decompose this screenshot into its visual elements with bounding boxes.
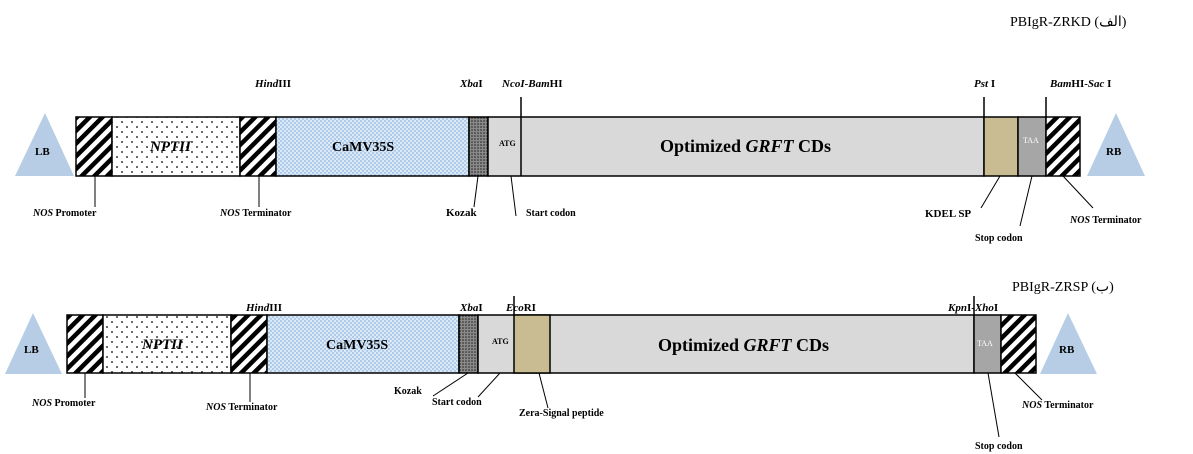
panel-b-taa-label: TAA bbox=[977, 339, 993, 348]
panel-b-nos-terminator2-pointer bbox=[1014, 372, 1043, 401]
panel-b-nos-terminator-label: NOS Terminator bbox=[205, 402, 278, 413]
panel-b-stop-codon-label: Stop codon bbox=[975, 441, 1023, 452]
panel-a-stop-codon-pointer bbox=[1019, 175, 1033, 227]
panel-b-atg-label: ATG bbox=[492, 337, 509, 346]
panel-a-kdel-pointer bbox=[980, 175, 1001, 209]
panel-a-letter: الف bbox=[1099, 15, 1122, 30]
panel-a-site-psti: Pst I bbox=[974, 78, 995, 90]
panel-b-lb-label: LB bbox=[24, 344, 39, 356]
panel-a-site-ncoi-bamhi: NcoI-BamHI bbox=[501, 78, 563, 90]
panel-b-site-hindiii: HindIII bbox=[245, 302, 282, 314]
panel-b-rb-label: RB bbox=[1059, 344, 1075, 356]
panel-b-nos-terminator2-label: NOS Terminator bbox=[1021, 400, 1094, 411]
panel-a-start-codon-label: Start codon bbox=[526, 208, 576, 219]
panel-a-nptii-label: NPTII bbox=[149, 139, 192, 155]
panel-a-site-bamhi-saci: BamHI-Sac I bbox=[1049, 78, 1111, 90]
panel-a-nos-terminator2-block bbox=[1045, 116, 1081, 177]
panel-b-nos-terminator-block bbox=[230, 314, 268, 374]
panel-b-site-ecori: EcoRI bbox=[505, 302, 536, 314]
panel-b-zera-block bbox=[513, 314, 551, 374]
panel-b-nos-terminator2-block bbox=[1000, 314, 1037, 374]
panel-a-nos-terminator-label: NOS Terminator bbox=[219, 208, 292, 219]
panel-a-nos-terminator2-pointer bbox=[1062, 175, 1094, 209]
panel-b-taa-block bbox=[973, 314, 1002, 374]
panel-b-lb-triangle bbox=[5, 313, 62, 374]
panel-b-cds-suffix: CDs bbox=[792, 335, 830, 355]
panel-a-construct-name: PBIgR-ZRKD bbox=[1010, 15, 1091, 30]
panel-a-nptii-block bbox=[111, 116, 241, 177]
panel-a-cds-prefix: Optimized bbox=[660, 136, 746, 156]
panel-b-zera-pointer bbox=[538, 372, 549, 409]
panel-a-site-hindiii: HindIII bbox=[254, 78, 291, 90]
panel-a-stop-codon-label: Stop codon bbox=[975, 233, 1023, 244]
panel-a-kozak-label: Kozak bbox=[446, 207, 477, 219]
panel-a-nos-promoter-label: NOS Promoter bbox=[32, 208, 97, 219]
panel-a-title: PBIgR-ZRKD (الف) bbox=[1010, 15, 1127, 30]
panel-b-title: PBIgR-ZRSP (ب) bbox=[1012, 280, 1114, 295]
panel-a-nos-terminator-block bbox=[239, 116, 277, 177]
panel-a-kdel-label: KDEL SP bbox=[925, 208, 971, 220]
panel-b-cds-gene: GRFT bbox=[744, 335, 793, 355]
panel-b-site-xbai: XbaI bbox=[459, 302, 483, 314]
panel-b-cds-prefix: Optimized bbox=[658, 335, 744, 355]
panel-b-camv35s-label: CaMV35S bbox=[326, 338, 388, 353]
panel-b-nos-promoter-label: NOS Promoter bbox=[31, 398, 96, 409]
panel-b-site-kpni-xhoi: KpnI-XhoI bbox=[947, 302, 998, 314]
panel-a-camv35s-label: CaMV35S bbox=[332, 140, 394, 155]
panel-b-kozak-label: Kozak bbox=[394, 386, 422, 397]
panel-a-kdel-block bbox=[983, 116, 1019, 177]
panel-a-cds-gene: GRFT bbox=[746, 136, 795, 156]
panel-a-rb-label: RB bbox=[1106, 146, 1122, 158]
panel-a-atg-label: ATG bbox=[499, 139, 516, 148]
panel-a-cds-suffix: CDs bbox=[794, 136, 832, 156]
panel-a-lb-triangle bbox=[15, 113, 74, 176]
panel-b-cds-block bbox=[477, 314, 975, 374]
panel-b-start-codon-label: Start codon bbox=[432, 397, 482, 408]
panel-a-start-codon-pointer bbox=[510, 175, 517, 217]
panel-a-construct: LB RB NPTII CaMV35S ATG Optimized GRFT C… bbox=[15, 78, 1145, 244]
panel-a-kozak-block bbox=[468, 116, 489, 177]
panel-b-rb-triangle bbox=[1040, 313, 1097, 374]
panel-a-rb-triangle bbox=[1087, 113, 1145, 176]
panel-a-taa-label: TAA bbox=[1023, 136, 1039, 145]
panel-b-stop-codon-pointer bbox=[987, 372, 1000, 438]
panel-b-camv35s-block bbox=[266, 314, 460, 374]
panel-a-site-xbai: XbaI bbox=[459, 78, 483, 90]
panel-b-construct-name: PBIgR-ZRSP bbox=[1012, 280, 1088, 295]
panel-a-nos-promoter-block bbox=[75, 116, 113, 177]
panel-b-kozak-pointer bbox=[432, 372, 469, 397]
panel-a-taa-block bbox=[1017, 116, 1047, 177]
panel-a-cds-label: Optimized GRFT CDs bbox=[660, 136, 831, 156]
panel-b-construct: LB RB NPTII CaMV35S ATG Optimized GRFT C… bbox=[5, 296, 1097, 452]
panel-b-zera-label: Zera-Signal peptide bbox=[519, 408, 604, 419]
panel-a-nos-terminator2-label: NOS Terminator bbox=[1069, 215, 1142, 226]
panel-b-letter: ب bbox=[1095, 280, 1110, 295]
panel-b-kozak-block bbox=[458, 314, 479, 374]
panel-a-kozak-pointer bbox=[473, 175, 479, 208]
panel-b-nptii-label: NPTII bbox=[141, 337, 184, 353]
panel-b-cds-label: Optimized GRFT CDs bbox=[658, 335, 829, 355]
panel-b-start-codon-pointer bbox=[477, 372, 501, 398]
panel-a-lb-label: LB bbox=[35, 146, 50, 158]
panel-a-camv35s-block bbox=[275, 116, 470, 177]
panel-b-nos-promoter-block bbox=[66, 314, 104, 374]
panel-b-nptii-block bbox=[102, 314, 232, 374]
